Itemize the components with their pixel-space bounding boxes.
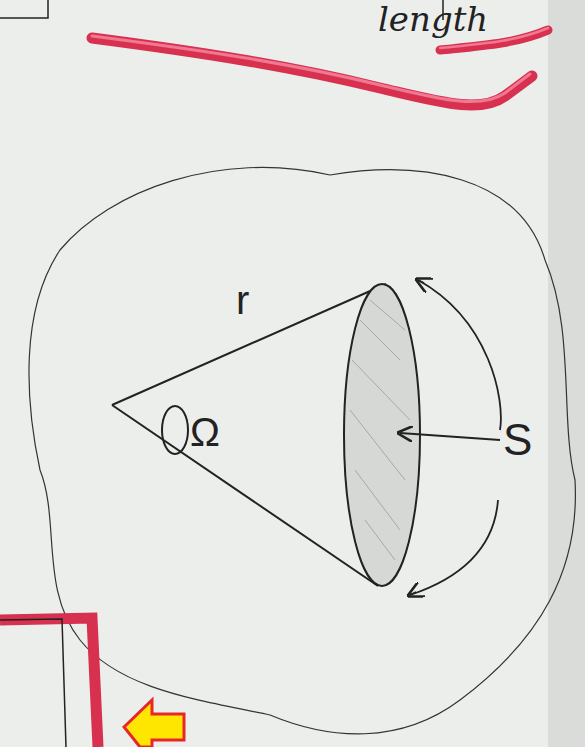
- leader-arrow: [400, 433, 500, 440]
- area-label: S: [503, 418, 532, 462]
- table-lines: [0, 619, 66, 747]
- page-edge: [548, 0, 585, 747]
- table-lines: [0, 0, 443, 20]
- region-outline: [29, 167, 575, 733]
- cone: [112, 284, 420, 586]
- red-tube: [92, 28, 548, 105]
- radius-label: r: [236, 280, 249, 320]
- arc-arrow: [410, 280, 501, 595]
- arc-arrowhead: [410, 592, 416, 595]
- red-tube: [0, 618, 98, 747]
- heading-word: length: [378, 2, 488, 36]
- arc-arrowhead: [418, 280, 424, 283]
- solid-angle-label: Ω: [190, 412, 220, 452]
- pointer-arrow: [124, 700, 184, 747]
